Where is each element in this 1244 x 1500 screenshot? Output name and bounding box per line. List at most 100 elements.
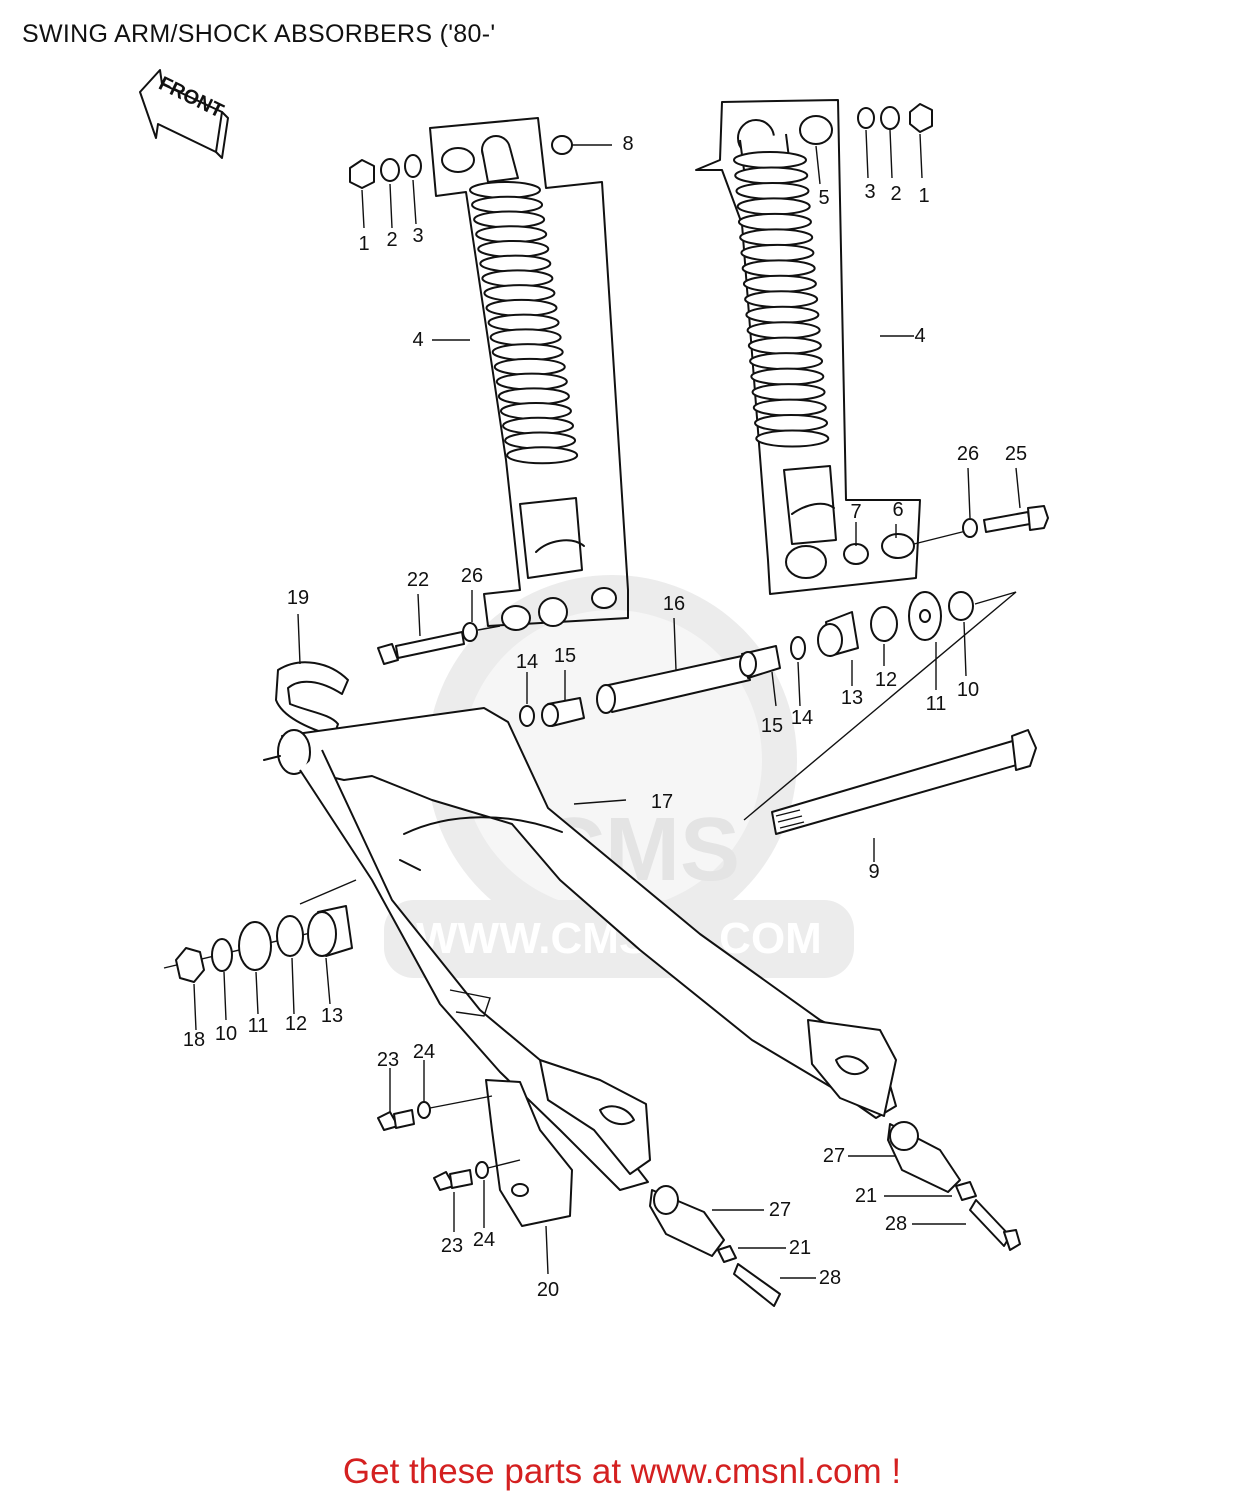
callout-27: 27: [769, 1199, 791, 1221]
diagram-title: SWING ARM/SHOCK ABSORBERS ('80-': [22, 20, 496, 48]
callout-12: 12: [285, 1013, 307, 1035]
left-spring: [469, 181, 579, 465]
spring-coil: [477, 239, 550, 258]
callout-18: 18: [183, 1029, 205, 1051]
spring-coil: [755, 429, 830, 448]
callout-9: 9: [868, 861, 879, 883]
spring-coil: [479, 254, 552, 273]
callout-1: 1: [918, 185, 929, 207]
spring-coil: [737, 212, 812, 231]
spring-coil: [746, 321, 821, 340]
spring-coil: [504, 431, 577, 450]
spring-coil: [735, 181, 810, 200]
callout-21: 21: [855, 1185, 877, 1207]
spring-coil: [744, 290, 819, 309]
spring-coil: [495, 372, 568, 391]
callout-3: 3: [864, 181, 875, 203]
leader-lines: [193, 129, 1021, 1279]
callout-23: 23: [441, 1235, 463, 1257]
callout-5: 5: [818, 187, 829, 209]
callout-13: 13: [841, 687, 863, 709]
spring-coil: [733, 151, 807, 169]
left-pivot-stack: [163, 905, 353, 983]
callout-7: 7: [850, 501, 861, 523]
callout-2: 2: [386, 229, 397, 251]
callout-1: 1: [358, 233, 369, 255]
spring-coil: [747, 336, 822, 355]
callout-4: 4: [412, 329, 423, 351]
callout-10: 10: [215, 1023, 237, 1045]
chain-plate-20: [377, 1079, 573, 1227]
callout-20: 20: [537, 1279, 559, 1301]
callout-2: 2: [890, 183, 901, 205]
spring-coil: [469, 181, 541, 199]
spring-coil: [473, 210, 546, 229]
callout-14: 14: [516, 651, 538, 673]
shock-absorber-right: [695, 99, 971, 595]
chain-adjusters: [649, 1121, 1021, 1307]
callout-4: 4: [914, 325, 925, 347]
spring-coil: [739, 228, 814, 247]
callout-3: 3: [412, 225, 423, 247]
spring-coil: [752, 398, 827, 417]
spring-coil: [736, 197, 811, 216]
callout-13: 13: [321, 1005, 343, 1027]
callout-6: 6: [892, 499, 903, 521]
callout-24: 24: [413, 1041, 435, 1063]
spring-coil: [485, 298, 558, 317]
spring-coil: [481, 269, 554, 288]
callout-11: 11: [248, 1015, 269, 1037]
callout-14: 14: [791, 707, 813, 729]
spring-coil: [502, 416, 575, 435]
callout-28: 28: [819, 1267, 841, 1289]
spring-coil: [742, 274, 817, 293]
spring-coil: [487, 313, 560, 332]
callout-23: 23: [377, 1049, 399, 1071]
callout-11: 11: [926, 693, 947, 715]
spring-coil: [750, 367, 825, 386]
callout-27: 27: [823, 1145, 845, 1167]
spring-coil: [497, 387, 570, 406]
spring-coil: [471, 195, 544, 214]
spring-coil: [506, 446, 579, 465]
front-arrow-icon: FRONT: [139, 69, 229, 159]
callout-25: 25: [1005, 443, 1027, 465]
spring-coil: [483, 284, 556, 303]
top-nuts-right: [857, 103, 933, 133]
callout-15: 15: [554, 645, 576, 667]
spring-coil: [491, 343, 564, 362]
callout-8: 8: [622, 133, 633, 155]
callout-22: 22: [407, 569, 429, 591]
callout-26: 26: [461, 565, 483, 587]
bolt-22: [377, 622, 501, 665]
footer-cta[interactable]: Get these parts at www.cmsnl.com !: [342, 1452, 902, 1491]
spring-coil: [740, 243, 815, 262]
spring-coil: [734, 166, 809, 185]
spring-coil: [489, 328, 562, 347]
callout-15: 15: [761, 715, 783, 737]
shock-absorber-left: [429, 117, 629, 631]
pivot-bushings: [519, 591, 1017, 821]
callout-21: 21: [789, 1237, 811, 1259]
spring-coil: [754, 414, 829, 433]
spring-coil: [751, 383, 826, 402]
callout-19: 19: [287, 587, 309, 609]
spring-coil: [741, 259, 816, 278]
spring-coil: [475, 225, 548, 244]
swing-arm-17: [263, 707, 897, 1191]
callout-24: 24: [473, 1229, 495, 1251]
spring-coil: [745, 305, 820, 324]
spring-coil: [749, 352, 824, 371]
callout-26: 26: [957, 443, 979, 465]
right-spring: [733, 151, 830, 448]
callout-12: 12: [875, 669, 897, 691]
callout-17: 17: [651, 791, 673, 813]
spring-coil: [493, 357, 566, 376]
chain-guide-19: [275, 661, 349, 737]
callout-28: 28: [885, 1213, 907, 1235]
top-nuts-left: [349, 135, 612, 189]
pivot-shaft-9: [771, 729, 1037, 835]
callout-16: 16: [663, 593, 685, 615]
